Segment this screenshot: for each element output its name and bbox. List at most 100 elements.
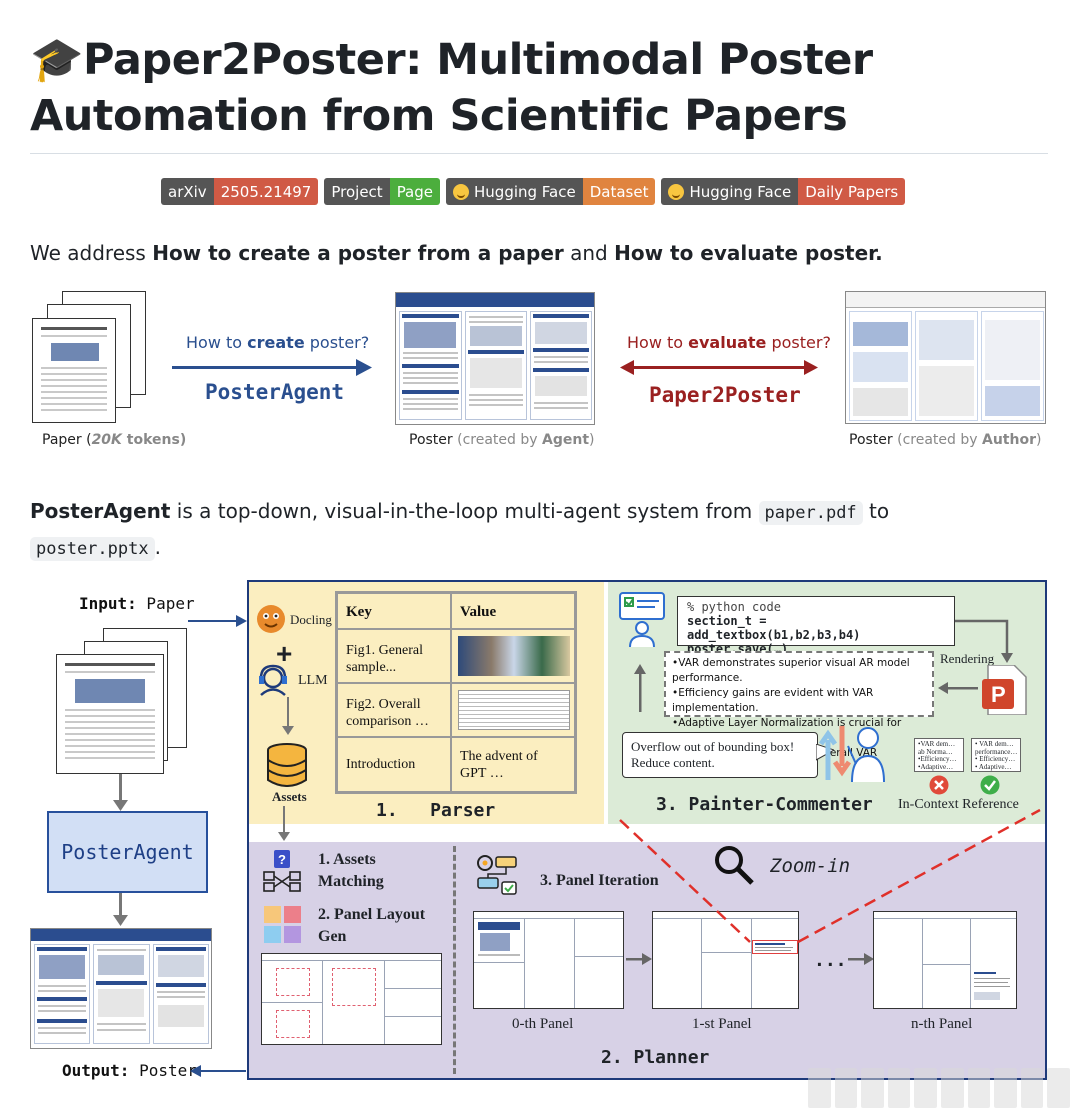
caption-text: (created by — [897, 432, 982, 448]
badge-label: Project — [324, 178, 390, 205]
key-value-table: Key Value Fig1. General sample... Fig2. … — [335, 591, 577, 794]
paper-caption: Paper (20K tokens) — [42, 432, 186, 448]
ref-line: •VAR dem… — [918, 740, 956, 748]
panel-n-label: n-th Panel — [911, 1016, 973, 1032]
question-bold: create — [247, 333, 305, 352]
caption-text: ) — [589, 432, 595, 448]
assets-label: Assets — [272, 789, 307, 804]
agent-poster-caption: Poster (created by Agent) — [409, 432, 594, 448]
arrow-down-icon — [113, 800, 128, 811]
intro-sentence: We address How to create a poster from a… — [30, 240, 883, 266]
llm-label: LLM — [298, 673, 328, 688]
panel-1-label: 1-st Panel — [692, 1016, 752, 1032]
question-text: How to — [186, 333, 248, 352]
project-page-badge[interactable]: Project Page — [324, 178, 441, 205]
code-comment: % python code — [687, 600, 781, 614]
feedback-arrows-icon — [818, 726, 852, 780]
input-label-bold: Input: — [79, 594, 137, 613]
panel-1 — [652, 911, 799, 1009]
zoom-icon — [715, 846, 754, 885]
output-arrow — [200, 1070, 246, 1072]
painter-commenter-title: 3. Painter-Commenter — [656, 794, 873, 815]
agent-poster-thumbnail — [395, 292, 595, 425]
question-text: How to — [627, 333, 689, 352]
arrow-head-icon — [356, 359, 372, 376]
output-label-bold: Output: — [62, 1061, 130, 1080]
question-text: poster? — [304, 333, 370, 352]
question-bold: evaluate — [688, 333, 767, 352]
svg-text:?: ? — [278, 852, 286, 867]
page-title: 🎓Paper2Poster: Multimodal Poster Automat… — [30, 32, 1030, 144]
code-line: section_t = add_textbox(b1,b2,b3,b4) — [687, 614, 861, 642]
kv-header-value: Value — [451, 593, 575, 629]
title-text: Paper2Poster: Multimodal Poster Automati… — [30, 35, 873, 141]
database-icon — [267, 743, 307, 787]
layout-slot — [332, 968, 376, 1006]
kv-key: Introduction — [337, 737, 451, 792]
layout-gen-icon — [264, 906, 301, 943]
bullet-item: •Efficiency gains are evident with VAR i… — [672, 687, 874, 714]
paper-figure-image — [51, 343, 99, 361]
assets-matching-label: 1. Assets Matching — [318, 851, 384, 890]
flow-line — [283, 806, 285, 834]
ref-line: •Adaptive… — [918, 762, 954, 771]
inline-code: paper.pdf — [758, 501, 863, 525]
docling-label: Docling — [290, 612, 332, 627]
hf-daily-papers-badge[interactable]: Hugging Face Daily Papers — [661, 178, 906, 205]
commenter-agent-icon — [847, 727, 885, 782]
hf-dataset-badge[interactable]: Hugging Face Dataset — [446, 178, 656, 205]
arrow-right-icon — [626, 953, 652, 965]
panel-iteration-icon — [477, 855, 517, 895]
output-label: Output: Poster — [62, 1061, 197, 1080]
arxiv-badge[interactable]: arXiv 2505.21497 — [161, 178, 319, 205]
caption-bold: Author — [982, 432, 1036, 448]
ref-line: • VAR dem… — [975, 740, 1014, 748]
intro-bold: How to evaluate poster. — [614, 241, 883, 265]
caption-text: tokens) — [121, 432, 187, 448]
author-poster-caption: Poster (created by Author) — [849, 432, 1041, 448]
kv-value: The advent of GPT … — [451, 737, 575, 792]
flow-line — [119, 774, 122, 804]
python-code-box: % python code section_t = add_textbox(b1… — [677, 596, 955, 656]
author-poster-thumbnail — [845, 291, 1046, 424]
evaluate-question: How to evaluate poster? — [627, 333, 831, 352]
posteragent-box: PosterAgent — [47, 811, 208, 893]
paper-page-front — [32, 318, 116, 423]
badge-label-wrap: Hugging Face — [446, 178, 583, 205]
planner-title: 2. Planner — [601, 1047, 710, 1068]
panel-n-content — [974, 972, 1012, 1002]
reference-card-bad: •VAR dem… ab Norma… •Efficiency… •Adapti… — [914, 738, 964, 772]
llm-agent-icon — [259, 664, 287, 696]
intro-text: and — [563, 241, 615, 265]
ref-line: performance… — [975, 747, 1018, 756]
output-poster-thumbnail — [30, 928, 212, 1049]
input-arrow — [188, 620, 238, 622]
arrow-right-icon — [236, 615, 247, 627]
badge-row: arXiv 2505.21497 Project Page Hugging Fa… — [161, 178, 906, 205]
layout-slot — [276, 1010, 310, 1038]
painter-agent-icon — [619, 592, 665, 647]
caption-text: Paper ( — [42, 432, 92, 448]
panel-0 — [473, 911, 624, 1009]
double-arrow-icon — [620, 360, 818, 375]
ref-line: ab Norma… — [918, 747, 953, 756]
flow-line — [119, 893, 122, 917]
kv-header-key: Key — [337, 593, 451, 629]
description-text: is a top-down, visual-in-the-loop multi-… — [170, 499, 759, 523]
section-gap — [604, 582, 608, 824]
panel-0-label: 0-th Panel — [512, 1016, 574, 1032]
section-gap — [249, 824, 1045, 842]
badge-label: Hugging Face — [689, 182, 792, 201]
caption-tokens: 20K — [91, 432, 122, 448]
arrow-down-icon — [278, 832, 290, 841]
input-label-value: Paper — [136, 594, 195, 613]
inline-code: poster.pptx — [30, 537, 155, 561]
arrow-up-icon — [634, 664, 646, 712]
in-context-reference-label: In-Context Reference — [898, 797, 1019, 812]
kv-value-image — [451, 629, 575, 683]
caption-bold: Agent — [542, 432, 590, 448]
description-text: . — [154, 535, 161, 559]
panel-n — [873, 911, 1017, 1009]
panel-iteration-label: 3. Panel Iteration — [540, 872, 659, 889]
caption-text: (created by — [457, 432, 542, 448]
